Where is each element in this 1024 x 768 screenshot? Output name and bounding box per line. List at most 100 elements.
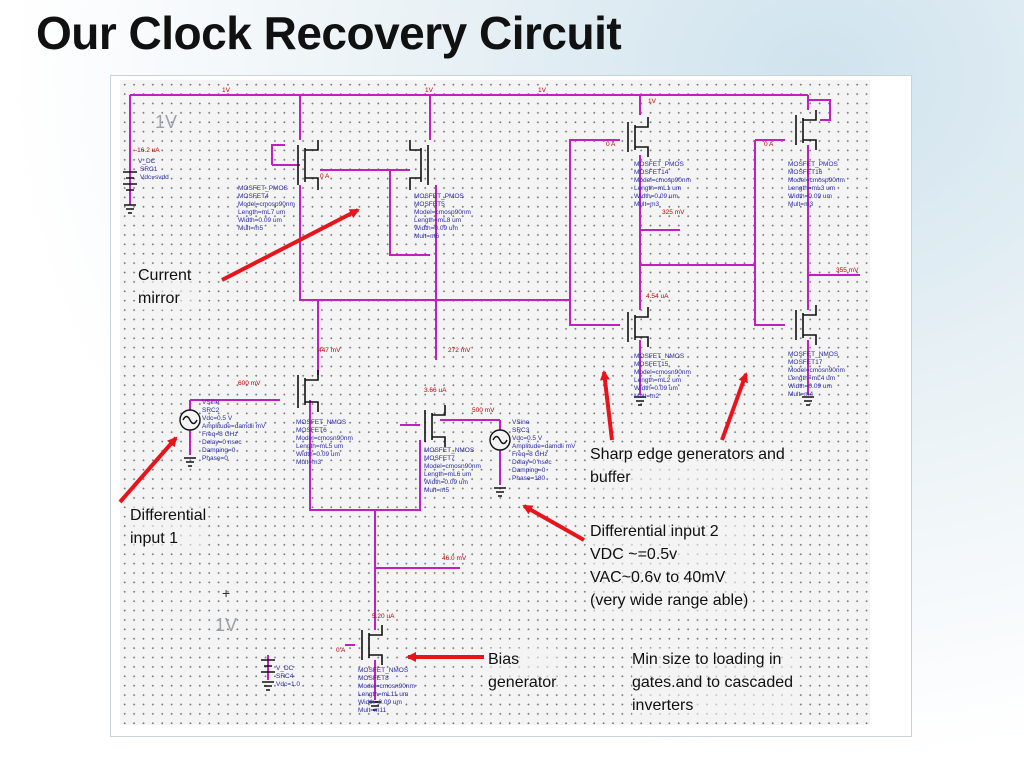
label-sharp-edge: Sharp edge generators and buffer	[590, 443, 785, 489]
svg-text:Mult=m5: Mult=m5	[238, 225, 263, 232]
svg-text:MOSFET_NMOS: MOSFET_NMOS	[788, 351, 839, 358]
src3-label: Damping=0	[512, 467, 546, 474]
svg-text:0 A: 0 A	[606, 141, 616, 148]
src2-label: Damping=0	[202, 447, 236, 454]
fet14-label: Mult=m3	[634, 201, 659, 208]
supply-label-bottom: 1V	[215, 615, 238, 635]
svg-text:Model=cmosp90nm: Model=cmosp90nm	[788, 177, 845, 184]
svg-text:Mult=m3: Mult=m3	[634, 201, 659, 208]
dc-sources	[123, 171, 275, 673]
svg-text:MOSFET_PMOS: MOSFET_PMOS	[788, 161, 839, 168]
svg-text:MOSFET6: MOSFET6	[296, 427, 327, 434]
svg-text:MOSFET_NMOS: MOSFET_NMOS	[634, 353, 685, 360]
fet4-label: Length=mL7 um	[238, 209, 285, 216]
svg-text:Model=cmosn90nm: Model=cmosn90nm	[424, 463, 481, 470]
label-line: mirror	[138, 290, 180, 307]
svg-text:-16.2 uA: -16.2 uA	[135, 147, 160, 154]
svg-text:Amplitude=damdli mV: Amplitude=damdli mV	[202, 423, 266, 430]
src2-label: SRC2	[202, 407, 220, 414]
fet15-label: MOSFET_NMOS	[634, 353, 685, 360]
fet5-label: MOSFET_PMOS	[414, 193, 465, 200]
label-line: gates.and to cascaded	[632, 674, 794, 691]
svg-text:1V: 1V	[538, 87, 547, 94]
probe-current: 3.66 uA	[424, 387, 447, 394]
arrow-diff-input-2	[522, 504, 585, 542]
svg-text:Width=0.09 um: Width=0.09 um	[414, 225, 458, 232]
probe-current: 0 A	[336, 647, 346, 654]
svg-text:Mult=m3: Mult=m3	[788, 201, 813, 208]
label-current-mirror: Current mirror	[138, 264, 192, 310]
probe-voltage: 500 mV	[472, 407, 495, 414]
svg-text:Mult=m5: Mult=m5	[424, 487, 449, 494]
svg-text:MOSFET5: MOSFET5	[414, 201, 445, 208]
fet5-label: Length=mL8 um	[414, 217, 461, 224]
fet4-label: Mult=m5	[238, 225, 263, 232]
svg-text:Mult=m3: Mult=m3	[296, 459, 321, 466]
svg-text:Width=0.09 um: Width=0.09 um	[634, 385, 678, 392]
fet4-label: Model=cmosp90nm	[238, 201, 295, 208]
src4-label: SRC4	[276, 673, 294, 680]
svg-text:0 A: 0 A	[764, 141, 774, 148]
fet6-label: MOSFET_NMOS	[296, 419, 347, 426]
svg-text:SRC4: SRC4	[276, 673, 294, 680]
fet6-label: Model=cmosn90nm	[296, 435, 353, 442]
component-labels: V_DC SRC1 Vdc=svdd -16.2 uA MOSFET_PMOS …	[135, 87, 859, 714]
svg-text:Length=mL2 um: Length=mL2 um	[634, 377, 681, 384]
svg-text:MOSFET_NMOS: MOSFET_NMOS	[424, 447, 475, 454]
fet17-label: Model=cmosn90nm	[788, 367, 845, 374]
svg-text:325 mV: 325 mV	[662, 209, 685, 216]
fet6-label: Mult=m3	[296, 459, 321, 466]
svg-text:0 A: 0 A	[336, 647, 346, 654]
svg-text:447 mV: 447 mV	[318, 347, 341, 354]
svg-text:Length=mL4 um: Length=mL4 um	[788, 375, 835, 382]
label-line: VAC~0.6v to 40mV	[590, 569, 726, 586]
src2-label: Delay=0 nsec	[202, 439, 242, 446]
svg-text:Vdc=1.0: Vdc=1.0	[276, 681, 300, 688]
fet15-label: Length=mL2 um	[634, 377, 681, 384]
svg-text:0 A: 0 A	[320, 173, 330, 180]
probe-voltage: 46.0 mV	[442, 555, 467, 562]
svg-text:Vdc=svdd: Vdc=svdd	[140, 174, 169, 181]
fet14-label: MOSFET_PMOS	[634, 161, 685, 168]
svg-text:Damping=0: Damping=0	[512, 467, 546, 474]
fet7-label: Model=cmosn90nm	[424, 463, 481, 470]
svg-text:V_DC: V_DC	[138, 158, 156, 165]
svg-text:MOSFET16: MOSFET16	[788, 169, 823, 176]
fet17-label: Width=0.09 um	[788, 383, 832, 390]
fet7-label: Mult=m5	[424, 487, 449, 494]
svg-text:MOSFET15: MOSFET15	[634, 361, 669, 368]
fet14-label: Width=0.09 um	[634, 193, 678, 200]
src3-label: Freq=8 GHz	[512, 451, 548, 458]
svg-text:1V: 1V	[425, 87, 434, 94]
svg-text:Width=0.09 um: Width=0.09 um	[788, 383, 832, 390]
arrow-diff-input-1	[118, 436, 178, 504]
fet16-label: Width=0.09 um	[788, 193, 832, 200]
fet17-label: MOSFET17	[788, 359, 823, 366]
svg-text:MOSFET8: MOSFET8	[358, 675, 389, 682]
svg-text:355 mV: 355 mV	[836, 267, 859, 274]
probe-current: 4.54 uA	[646, 293, 669, 300]
svg-text:MOSFET17: MOSFET17	[788, 359, 823, 366]
fet15-label: Mult=m2	[634, 393, 659, 400]
svg-text:Model=cmosp90nm: Model=cmosp90nm	[634, 177, 691, 184]
svg-text:Length=mL8 um: Length=mL8 um	[414, 217, 461, 224]
probe-voltage: 1V	[222, 87, 231, 94]
svg-text:Vdc=0.5 V: Vdc=0.5 V	[512, 435, 543, 442]
label-differential-input-1: Differential input 1	[130, 504, 207, 550]
svg-text:Width=0.09 um: Width=0.09 um	[358, 699, 402, 706]
src3-label: SRC3	[512, 427, 530, 434]
src2-label: Freq=8 GHz	[202, 431, 238, 438]
arrow-current-mirror	[221, 208, 360, 282]
svg-text:Length=mL5 um: Length=mL5 um	[296, 443, 343, 450]
src1-current: -16.2 uA	[135, 147, 160, 154]
label-line: generator	[488, 674, 557, 691]
svg-text:Width=0.09 um: Width=0.09 um	[788, 193, 832, 200]
svg-text:Model=cmosn90nm: Model=cmosn90nm	[296, 435, 353, 442]
fet16-label: Length=mL3 um	[788, 185, 835, 192]
fet16-label: Mult=m3	[788, 201, 813, 208]
svg-text:272 mV: 272 mV	[448, 347, 471, 354]
probe-voltage: 1V	[425, 87, 434, 94]
probe-voltage: 355 mV	[836, 267, 859, 274]
fet8-label: MOSFET_NMOS	[358, 667, 409, 674]
